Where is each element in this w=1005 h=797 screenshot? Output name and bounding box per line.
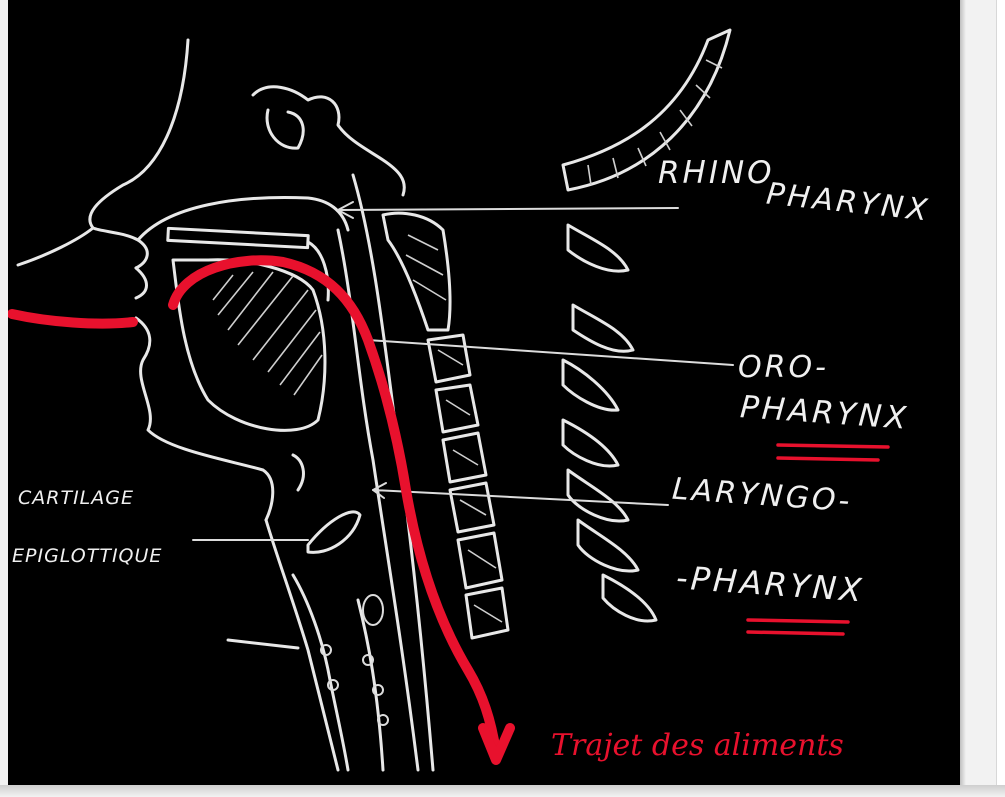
photo-shadow: [960, 0, 966, 785]
page-bottom-edge: [0, 785, 1005, 797]
anatomy-drawing: [8, 28, 890, 772]
mouth-entry-line: [8, 309, 138, 329]
label-epiglottique: EPIGLOTTIQUE: [12, 545, 163, 567]
label-cartilage: CARTILAGE: [18, 487, 134, 509]
lower-lip-chin: [134, 316, 275, 522]
label-rhino: RHINO: [658, 155, 775, 191]
page-right-edge: [996, 0, 1005, 797]
upper-lip: [134, 266, 148, 300]
larynx-front: [264, 518, 340, 772]
label-food-path: Trajet des aliments: [551, 728, 844, 763]
oro-underline-2: [776, 456, 880, 462]
larynx-rings: [320, 594, 389, 726]
skull-base: [251, 85, 406, 197]
oro-underline-1: [776, 443, 890, 449]
laryngo-underline-2: [746, 630, 845, 636]
trachea: [356, 598, 385, 772]
vertebra-hatching: [405, 234, 503, 623]
occipital-bone: [561, 28, 732, 192]
spinous-processes: [561, 223, 658, 623]
food-path: [168, 255, 501, 757]
face-profile: [16, 38, 190, 267]
chalkboard-photo: RHINO PHARYNX ORO- PHARYNX LARYNGO- -PHA…: [8, 0, 960, 785]
hyoid-bar: [226, 638, 300, 650]
occipital-hatching: [587, 59, 723, 186]
nose: [91, 226, 149, 270]
label-oro: ORO-: [738, 350, 829, 385]
laryngo-underline-1: [746, 618, 850, 624]
food-path-arrowhead: [478, 723, 515, 765]
larynx-inner: [291, 573, 350, 772]
pointer-lines: [192, 201, 734, 541]
hard-palate: [166, 226, 310, 250]
pharynx-wall-back: [351, 173, 435, 772]
sphenoid: [265, 108, 305, 150]
nasal-cavity: [136, 196, 350, 242]
epiglottis: [306, 510, 362, 554]
cervical-vertebrae: [381, 211, 510, 640]
tongue: [171, 258, 327, 432]
hyoid: [291, 453, 305, 492]
tongue-hatching: [212, 271, 323, 396]
soft-palate: [306, 240, 330, 302]
